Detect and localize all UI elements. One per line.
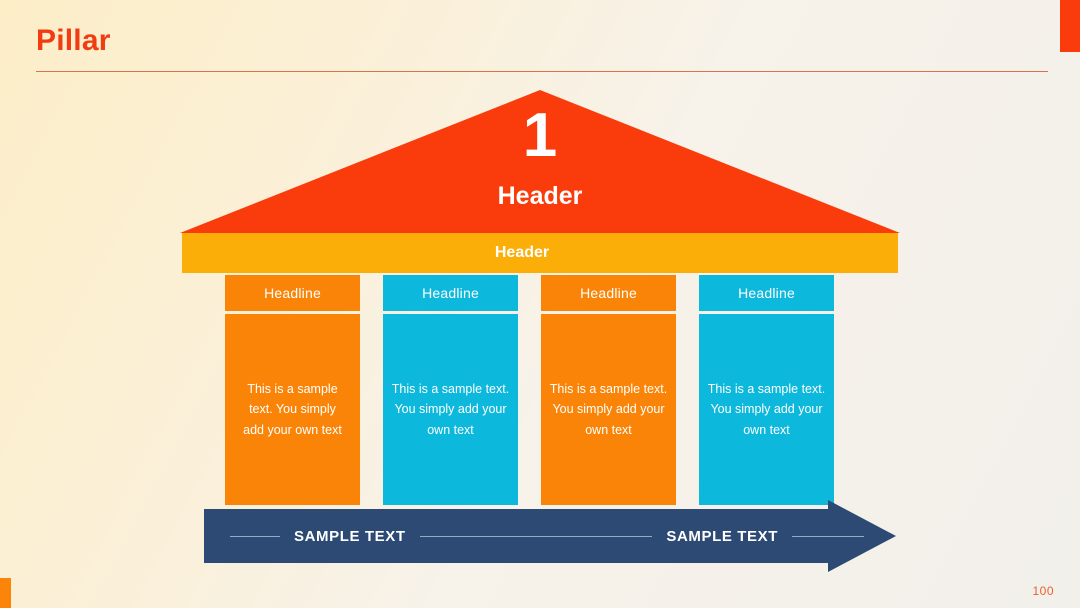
arrow-label-right: SAMPLE TEXT <box>666 527 778 545</box>
roof-triangle-shape <box>180 90 900 233</box>
roof-header-label: Header <box>497 182 583 210</box>
pillar-column-2[interactable]: Headline This is a sample text. You simp… <box>383 275 518 505</box>
arrow-label-left: SAMPLE TEXT <box>294 527 406 545</box>
roof-number: 1 <box>522 101 558 170</box>
arrow-banner[interactable]: SAMPLE TEXT SAMPLE TEXT <box>204 500 896 572</box>
pillar-headline-1: Headline <box>225 275 360 311</box>
bottom-left-accent-bar <box>0 578 11 608</box>
pillar-body-2: This is a sample text. You simply add yo… <box>383 314 518 505</box>
pillar-body-3: This is a sample text. You simply add yo… <box>541 314 676 505</box>
arrow-rule-right <box>792 535 864 537</box>
arrow-banner-content: SAMPLE TEXT SAMPLE TEXT <box>204 500 864 572</box>
page-number: 100 <box>1032 584 1054 598</box>
pillar-headline-2: Headline <box>383 275 518 311</box>
arrow-rule-middle <box>419 535 653 537</box>
roof-triangle[interactable]: 1 Header <box>180 90 900 233</box>
page-title: Pillar <box>36 24 111 57</box>
beam-bar[interactable]: Header <box>182 233 898 273</box>
top-right-accent-bar <box>1060 0 1080 52</box>
pillar-headline-3: Headline <box>541 275 676 311</box>
title-divider <box>36 71 1048 72</box>
arrow-rule-left <box>230 535 280 537</box>
pillar-column-4[interactable]: Headline This is a sample text. You simp… <box>699 275 834 505</box>
pillar-column-3[interactable]: Headline This is a sample text. You simp… <box>541 275 676 505</box>
pillar-columns: Headline This is a sample text. You simp… <box>225 275 834 505</box>
pillar-body-1: This is a sample text. You simply add yo… <box>225 314 360 505</box>
pillar-headline-4: Headline <box>699 275 834 311</box>
beam-label: Header <box>494 244 550 261</box>
pillar-column-1[interactable]: Headline This is a sample text. You simp… <box>225 275 360 505</box>
pillar-body-4: This is a sample text. You simply add yo… <box>699 314 834 505</box>
